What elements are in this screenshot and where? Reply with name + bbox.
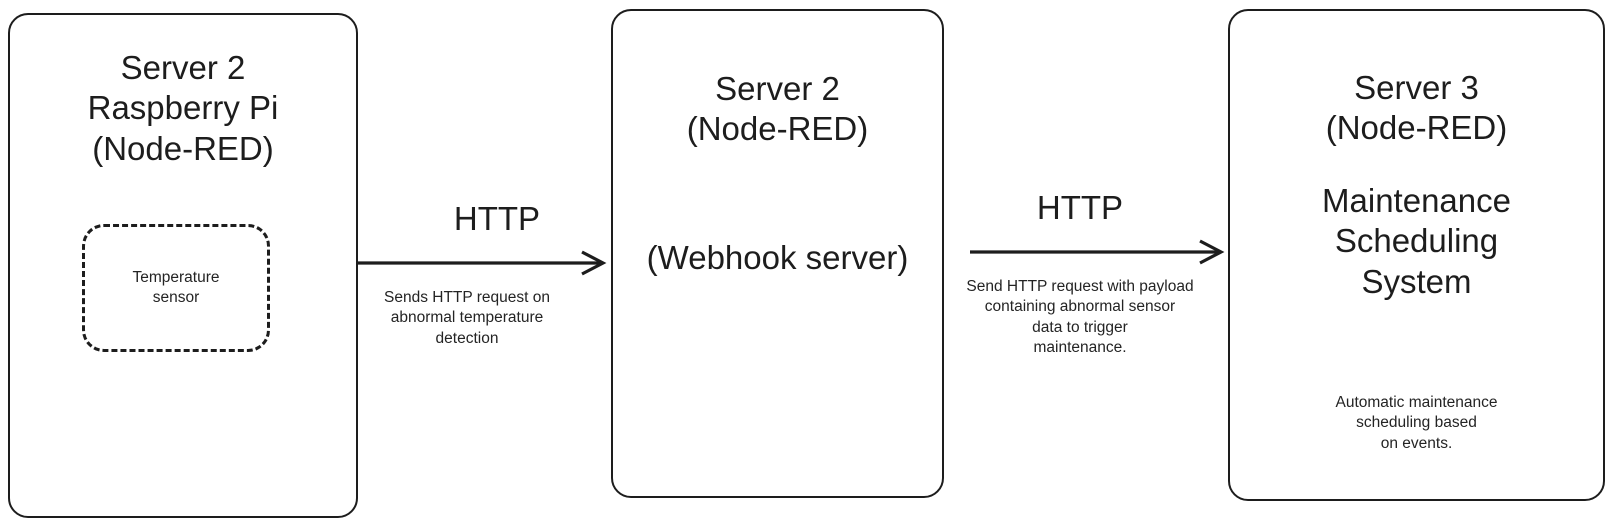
edge-2-description: Send HTTP request with payload containin…: [966, 278, 1194, 357]
node-middle-title: Server 2 (Node-RED): [686, 70, 869, 148]
node-right-caption: Automatic maintenance scheduling based o…: [1335, 394, 1498, 452]
edge-1-description: Sends HTTP request on abnormal temperatu…: [384, 289, 550, 347]
node-right-title: Server 3 (Node-RED): [1325, 69, 1508, 147]
temperature-sensor-box[interactable]: [82, 224, 270, 352]
node-right-subtitle: Maintenance Scheduling System: [1322, 182, 1511, 300]
arrow-left-to-middle: [352, 250, 607, 276]
node-middle-subtitle: (Webhook server): [646, 239, 909, 276]
edge-1-protocol-label: HTTP: [453, 200, 541, 237]
node-server-3-maintenance[interactable]: [1228, 9, 1605, 501]
node-server-2-webhook[interactable]: [611, 9, 944, 498]
arrow-middle-to-right: [970, 239, 1225, 265]
edge-2-protocol-label: HTTP: [1036, 189, 1124, 226]
temperature-sensor-label: Temperature sensor: [132, 269, 220, 307]
node-left-title: Server 2 Raspberry Pi (Node-RED): [87, 49, 279, 167]
